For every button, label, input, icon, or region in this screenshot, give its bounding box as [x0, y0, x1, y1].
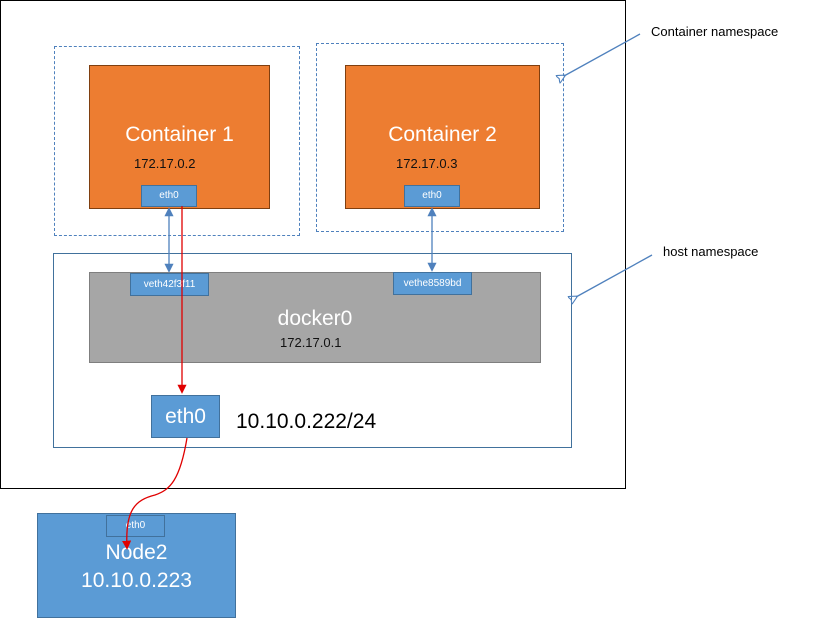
node2-name: Node2: [105, 541, 168, 564]
container-2-ip: 172.17.0.3: [396, 156, 458, 171]
packet-path-to-node2: [122, 437, 188, 550]
host-namespace-pointer: [576, 254, 653, 297]
container-namespace-pointer: [564, 33, 641, 76]
host-namespace: [53, 253, 572, 448]
container-1-title: Container 1: [125, 123, 234, 146]
node2-ip: 10.10.0.223: [81, 569, 192, 592]
veth-container-2: vethe8589bd: [393, 272, 472, 295]
container-namespace-label: Container namespace: [651, 24, 779, 39]
container-2-eth0: eth0: [404, 185, 460, 207]
docker0-title: docker0: [277, 307, 353, 330]
host-ip: 10.10.0.222/24: [236, 410, 377, 433]
container-2-title: Container 2: [388, 123, 497, 146]
host-frame: [0, 0, 626, 489]
container-1-namespace: [54, 46, 300, 236]
veth-container-1: veth42f3f11: [130, 273, 209, 296]
container-1-eth0: eth0: [141, 185, 197, 207]
host-namespace-label: host namespace: [663, 244, 759, 259]
docker0-ip: 172.17.0.1: [280, 335, 342, 350]
host-eth0: eth0: [151, 395, 220, 438]
container-2-namespace: [316, 43, 564, 232]
container-1-ip: 172.17.0.2: [134, 156, 196, 171]
node2-eth0: eth0: [106, 515, 165, 537]
